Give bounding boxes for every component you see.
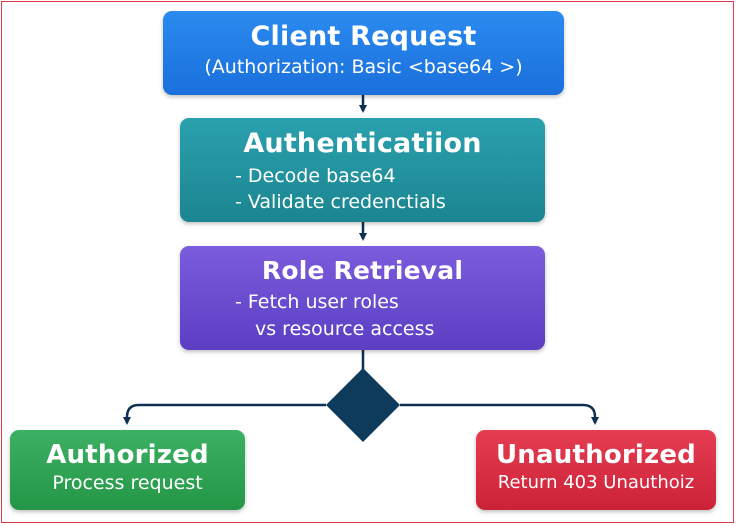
authentication-box: Authenticatiion - Decode base64 - Valida… bbox=[180, 118, 545, 222]
arrow-decision-to-authorized bbox=[123, 403, 326, 425]
authentication-title: Authenticatiion bbox=[243, 128, 482, 159]
client-request-box: Client Request (Authorization: Basic <ba… bbox=[163, 11, 564, 95]
role-retrieval-box: Role Retrieval - Fetch user roles vs res… bbox=[180, 246, 545, 350]
unauthorized-title: Unauthorized bbox=[496, 440, 696, 470]
client-request-subtitle: (Authorization: Basic <base64 >) bbox=[204, 56, 523, 78]
unauthorized-subtitle: Return 403 Unauthoiz bbox=[497, 472, 695, 493]
decision-diamond bbox=[326, 368, 400, 442]
authorized-box: Authorized Process request bbox=[10, 430, 245, 510]
client-request-title: Client Request bbox=[250, 21, 477, 52]
role-retrieval-step: vs resource access bbox=[255, 318, 435, 340]
arrow-decision-to-unauthorized bbox=[400, 403, 599, 425]
authentication-step: - Decode base64 bbox=[235, 165, 396, 187]
role-retrieval-title: Role Retrieval bbox=[261, 256, 464, 285]
authorized-subtitle: Process request bbox=[52, 472, 203, 494]
authentication-step: - Validate credenctials bbox=[235, 191, 446, 213]
authorized-title: Authorized bbox=[46, 440, 209, 470]
role-retrieval-step: - Fetch user roles bbox=[235, 291, 399, 313]
unauthorized-box: Unauthorized Return 403 Unauthoiz bbox=[476, 430, 716, 510]
